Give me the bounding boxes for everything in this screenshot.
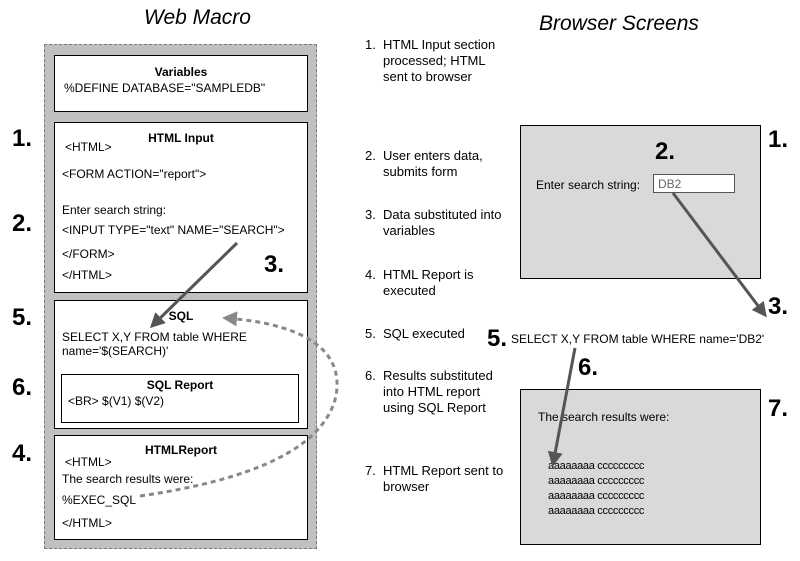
- sql-report-box: SQL Report <BR> $(V1) $(V2): [61, 374, 299, 423]
- variables-title: Variables: [154, 65, 208, 79]
- marker-2: 2.: [12, 210, 33, 237]
- sql-select-line: SELECT X,Y FROM table WHERE: [62, 330, 247, 344]
- marker-3-inline: 3.: [264, 251, 285, 278]
- browser-screen-input: [520, 125, 761, 279]
- browser-screens-heading: Browser Screens: [539, 12, 699, 35]
- sql-box: SQL SELECT X,Y FROM table WHERE name='$(…: [54, 300, 308, 429]
- html-report-line: The search results were:: [62, 472, 194, 486]
- step-text: Data substituted into variables: [383, 207, 502, 238]
- search-input[interactable]: DB2: [653, 174, 735, 193]
- html-input-line: <INPUT TYPE="text" NAME="SEARCH">: [62, 223, 285, 237]
- sql-executed-line: SELECT X,Y FROM table WHERE name='DB2': [511, 332, 765, 346]
- search-prompt-label: Enter search string:: [536, 178, 641, 192]
- variables-define-line: %DEFINE DATABASE="SAMPLEDB": [64, 81, 266, 95]
- html-report-line: <HTML>: [65, 455, 112, 469]
- sql-title: SQL: [168, 309, 194, 323]
- step-number: 7.: [365, 463, 376, 478]
- html-input-title: HTML Input: [148, 131, 214, 145]
- result-row: aaaaaaaa ccccccccc: [548, 490, 645, 502]
- step-number: 3.: [365, 207, 376, 222]
- marker-4: 4.: [12, 440, 33, 467]
- right-marker-3: 3.: [768, 293, 789, 320]
- html-report-exec-line: %EXEC_SQL: [62, 493, 137, 507]
- step-number: 4.: [365, 267, 376, 282]
- step-number: 6.: [365, 368, 376, 383]
- screen-marker-2: 2.: [655, 138, 676, 165]
- result-row: aaaaaaaa ccccccccc: [548, 505, 645, 517]
- result-row: aaaaaaaa ccccccccc: [548, 475, 645, 487]
- step-text: User enters data, submits form: [383, 148, 483, 179]
- web-macro-heading: Web Macro: [144, 6, 251, 29]
- marker-6: 6.: [12, 374, 33, 401]
- html-input-line: <FORM ACTION="report">: [62, 167, 207, 181]
- html-input-line: Enter search string:: [62, 203, 167, 217]
- html-input-line: </FORM>: [62, 247, 115, 261]
- sql-report-title: SQL Report: [146, 378, 214, 392]
- results-heading: The search results were:: [538, 410, 670, 424]
- step-text: Results substituted into HTML report usi…: [383, 368, 493, 415]
- sql-report-line: <BR> $(V1) $(V2): [68, 394, 165, 408]
- step-text: HTML Report sent to browser: [383, 463, 504, 494]
- step-text: HTML Input section processed; HTML sent …: [383, 37, 496, 84]
- marker-1: 1.: [12, 125, 33, 152]
- html-input-line: </HTML>: [62, 268, 113, 282]
- result-row: aaaaaaaa ccccccccc: [548, 460, 645, 472]
- variables-box: Variables %DEFINE DATABASE="SAMPLEDB": [54, 55, 308, 112]
- right-marker-5: 5.: [487, 325, 508, 352]
- html-report-box: HTMLReport <HTML> The search results wer…: [54, 435, 308, 540]
- marker-5: 5.: [12, 304, 33, 331]
- step-number: 2.: [365, 148, 376, 163]
- html-report-line: </HTML>: [62, 516, 113, 530]
- step-number: 5.: [365, 326, 376, 341]
- right-marker-7: 7.: [768, 395, 789, 422]
- step-text: HTML Report is executed: [383, 267, 474, 298]
- html-input-line: <HTML>: [65, 140, 112, 154]
- step-text: SQL executed: [383, 326, 465, 341]
- screen-marker-1: 1.: [768, 126, 789, 153]
- sql-where-line: name='$(SEARCH)': [62, 344, 169, 358]
- step-number: 1.: [365, 37, 376, 52]
- right-marker-6: 6.: [578, 354, 599, 381]
